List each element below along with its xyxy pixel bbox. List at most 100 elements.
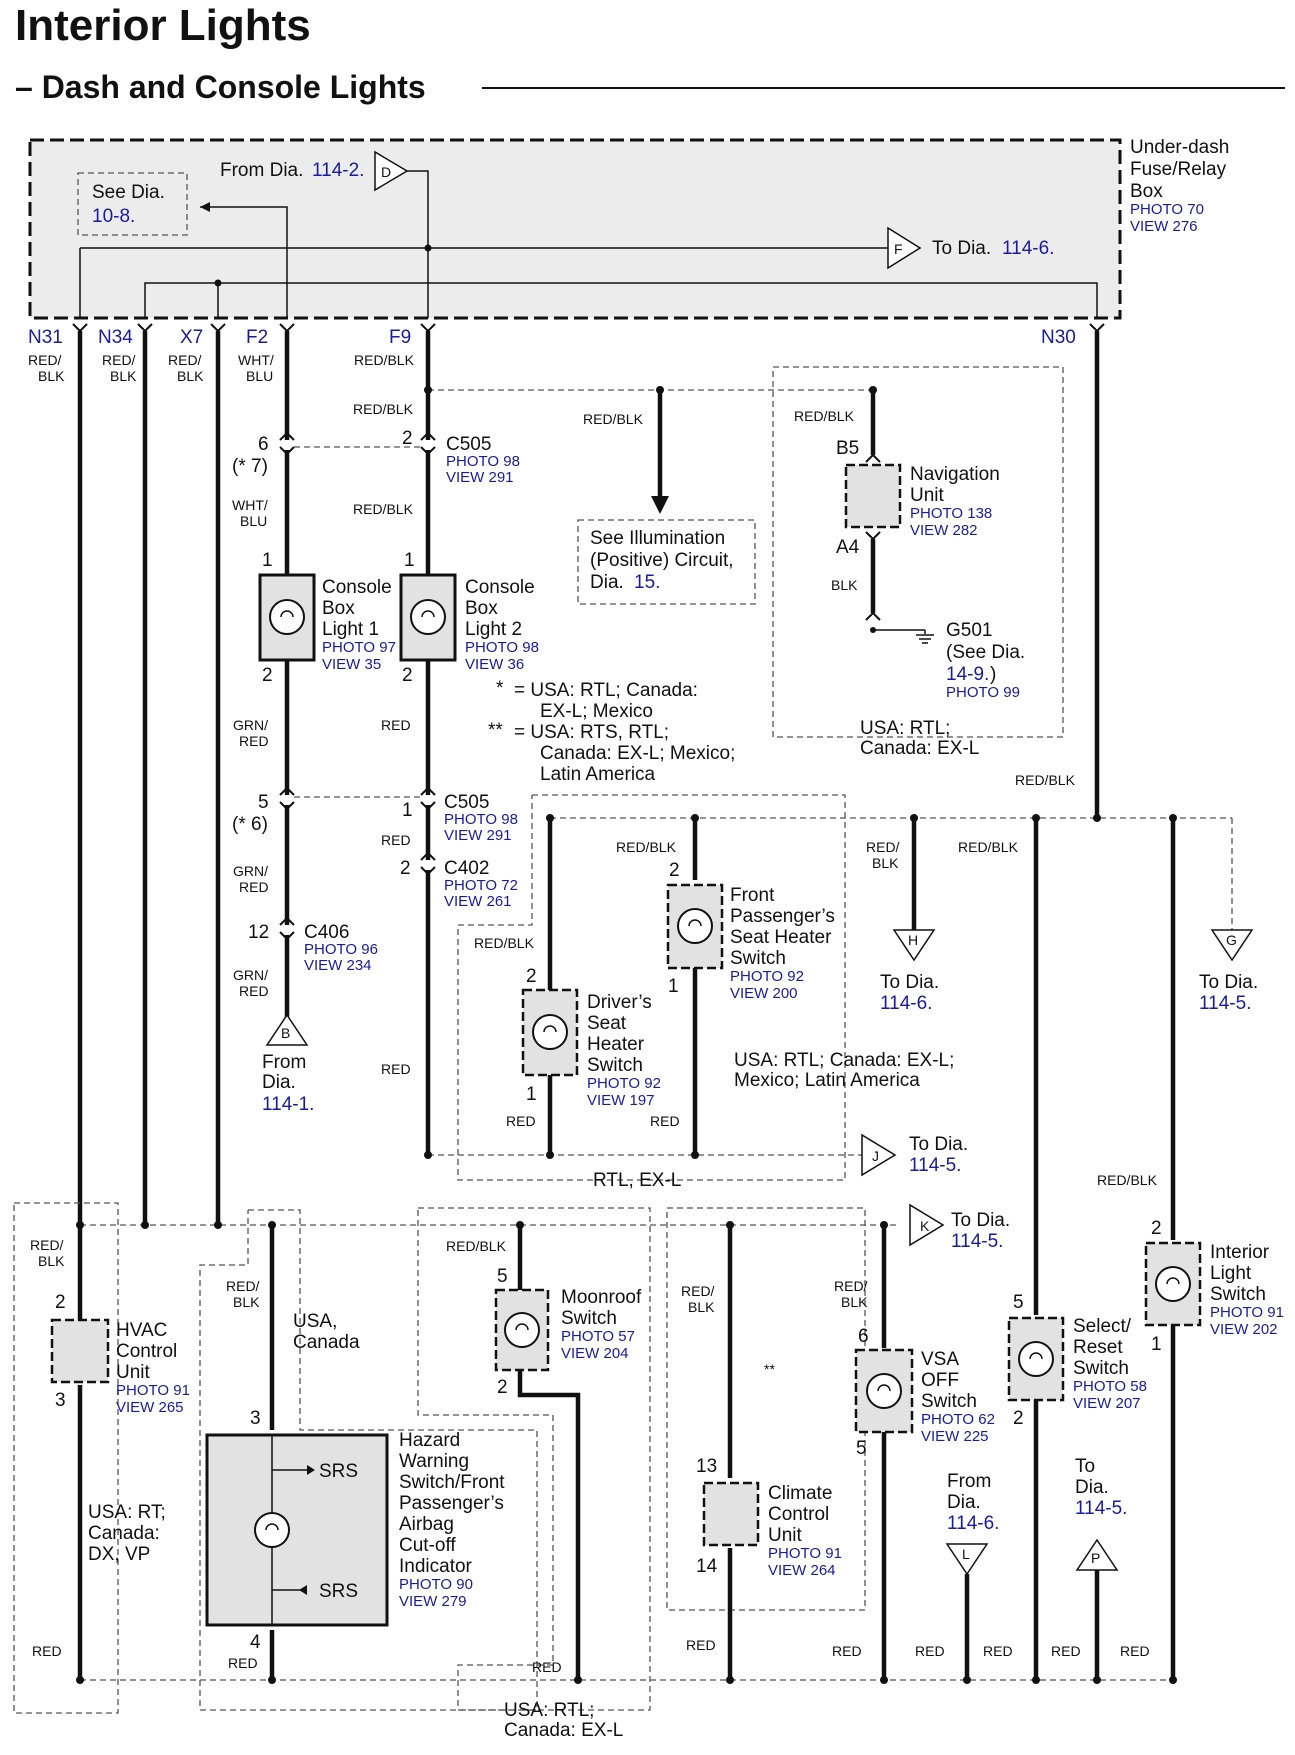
svg-text:Light: Light — [1210, 1263, 1252, 1284]
svg-text:Switch: Switch — [921, 1391, 977, 1412]
svg-text:PHOTO 96: PHOTO 96 — [304, 941, 378, 958]
svg-text:SRS: SRS — [319, 1461, 358, 1482]
srs-arrow-icon — [299, 1585, 307, 1595]
svg-text:Light 1: Light 1 — [322, 619, 379, 640]
svg-text:Box: Box — [1130, 181, 1163, 202]
fuse-box-internal-wiring — [79, 170, 1098, 318]
svg-text:Passenger’s: Passenger’s — [730, 906, 835, 927]
select-wire-color-top: RED/BLK — [958, 839, 1019, 855]
fuse-box-label: Under-dash Fuse/Relay Box PHOTO 70 VIEW … — [1130, 137, 1229, 235]
svg-text:VIEW 291: VIEW 291 — [444, 827, 512, 844]
svg-text:VIEW 265: VIEW 265 — [116, 1399, 184, 1416]
offpage-g-flag — [1210, 929, 1254, 962]
footnotes: * = USA: RTL; Canada: EX-L; Mexico ** = … — [488, 678, 735, 785]
illum-ref[interactable]: 15. — [634, 572, 660, 593]
nav-pin-a4: A4 — [836, 537, 860, 558]
svg-text:OFF: OFF — [921, 1370, 959, 1391]
svg-text:PHOTO 72: PHOTO 72 — [444, 877, 518, 894]
see-dia-ref[interactable]: 10-8. — [92, 206, 135, 227]
hvac-wire-color-2: BLK — [38, 1253, 65, 1269]
svg-text:BLK: BLK — [110, 368, 137, 384]
svg-text:F2: F2 — [246, 327, 268, 348]
interior-light-switch: Interior Light Switch PHOTO 91 VIEW 202 — [1144, 1241, 1284, 1338]
svg-text:VIEW 291: VIEW 291 — [446, 469, 514, 486]
svg-text:Navigation: Navigation — [910, 464, 1000, 485]
svg-text:PHOTO 92: PHOTO 92 — [587, 1075, 661, 1092]
svg-text:C505: C505 — [446, 434, 491, 455]
page-title: Interior Lights — [15, 1, 311, 50]
svg-text:HVAC: HVAC — [116, 1320, 167, 1341]
usa-canada-region-box — [199, 1209, 538, 1711]
svg-text:VIEW 276: VIEW 276 — [1130, 218, 1198, 235]
vsa-ground-color: RED — [832, 1643, 862, 1659]
moonroof-switch: Moonroof Switch PHOTO 57 VIEW 204 — [494, 1287, 642, 1372]
offpage-g-ref[interactable]: 114-5. — [1199, 993, 1251, 1014]
svg-text:RED/: RED/ — [102, 352, 136, 368]
driver-pin-1: 1 — [526, 1084, 537, 1105]
offpage-l-tag: L — [962, 1546, 970, 1562]
front-pass-pin-1: 1 — [668, 976, 679, 997]
offpage-b-ref[interactable]: 114-1. — [262, 1094, 314, 1115]
interior-wire-color: RED/BLK — [1097, 1172, 1158, 1188]
climate-control-unit: Climate Control Unit PHOTO 91 VIEW 264 — [702, 1481, 842, 1579]
svg-text:VIEW 200: VIEW 200 — [730, 985, 798, 1002]
connector-chevrons — [279, 431, 436, 941]
offpage-h-tag: H — [908, 932, 918, 948]
offpage-l-ref[interactable]: 114-6. — [947, 1513, 999, 1534]
svg-text:GRN/: GRN/ — [233, 717, 268, 733]
illum-dia: Dia. — [590, 572, 624, 593]
offpage-b-flag — [265, 1013, 309, 1046]
svg-text:N31: N31 — [28, 327, 63, 348]
svg-text:1: 1 — [262, 550, 273, 571]
offpage-h-ref[interactable]: 114-6. — [880, 993, 932, 1014]
svg-text:VIEW 282: VIEW 282 — [910, 522, 978, 539]
offpage-p-ref[interactable]: 114-5. — [1075, 1498, 1127, 1519]
svg-text:GRN/: GRN/ — [233, 967, 268, 983]
svg-text:Light 2: Light 2 — [465, 619, 522, 640]
fuse-terminals: N31 N34 X7 F2 F9 N30 — [28, 327, 1076, 348]
svg-text:PHOTO 91: PHOTO 91 — [116, 1382, 190, 1399]
svg-text:RED/BLK: RED/BLK — [354, 352, 415, 368]
offpage-k-flag — [909, 1203, 945, 1247]
offpage-k-tag: K — [920, 1218, 930, 1234]
svg-text:6: 6 — [258, 434, 269, 455]
svg-text:PHOTO 70: PHOTO 70 — [1130, 201, 1204, 218]
hvac-region-box — [13, 1202, 119, 1714]
front-pass-pin-2: 2 — [669, 860, 680, 881]
svg-text:Canada: EX-L; Mexico;: Canada: EX-L; Mexico; — [540, 743, 735, 764]
hvac-wire-color-1: RED/ — [30, 1237, 64, 1253]
navigation-unit-label: Navigation Unit PHOTO 138 VIEW 282 — [910, 464, 1000, 539]
seat-heater-ground-colors: RED RED — [506, 1113, 680, 1129]
offpage-j-ref[interactable]: 114-5. — [909, 1155, 961, 1176]
svg-text:Driver’s: Driver’s — [587, 992, 652, 1013]
offpage-k-ref[interactable]: 114-5. — [951, 1231, 1003, 1252]
svg-text:Box: Box — [465, 598, 498, 619]
climate-dstar-mark: ** — [764, 1361, 775, 1377]
svg-text:Unit: Unit — [910, 485, 945, 506]
svg-text:Passenger’s: Passenger’s — [399, 1493, 504, 1514]
to-dia-ref[interactable]: 114-6. — [1002, 238, 1054, 259]
svg-text:RED: RED — [381, 717, 411, 733]
offpage-j-flag — [861, 1133, 897, 1177]
svg-text:12: 12 — [248, 922, 269, 943]
svg-text:Indicator: Indicator — [399, 1556, 473, 1577]
climate-pin-14: 14 — [696, 1556, 718, 1577]
to-dia-label: To Dia. — [932, 238, 991, 259]
svg-text:Canada: Canada — [293, 1332, 360, 1353]
front-pass-wire-color: RED/BLK — [616, 839, 677, 855]
seat-heater-region — [457, 794, 846, 1181]
offpage-g-tag: G — [1226, 932, 1237, 948]
hvac-pin-3: 3 — [55, 1390, 66, 1411]
hvac-control-unit: HVAC Control Unit PHOTO 91 VIEW 265 — [50, 1318, 190, 1416]
srs-arrow-icon — [307, 1465, 315, 1475]
nav-region-note: USA: RTL; Canada: EX-L — [860, 718, 979, 759]
svg-text:C505: C505 — [444, 792, 489, 813]
svg-text:**: ** — [488, 720, 503, 741]
select-reset-switch: Select/ Reset Switch PHOTO 58 VIEW 207 — [1007, 1316, 1147, 1412]
from-dia-ref[interactable]: 114-2. — [312, 160, 364, 181]
offpage-f-tag: F — [894, 241, 903, 257]
vsa-wire-color-1: RED/ — [834, 1278, 868, 1294]
illum-arrow-icon — [651, 496, 669, 514]
hazard-pin-4: 4 — [250, 1632, 261, 1653]
svg-text:USA: RTL;: USA: RTL; — [860, 718, 950, 739]
